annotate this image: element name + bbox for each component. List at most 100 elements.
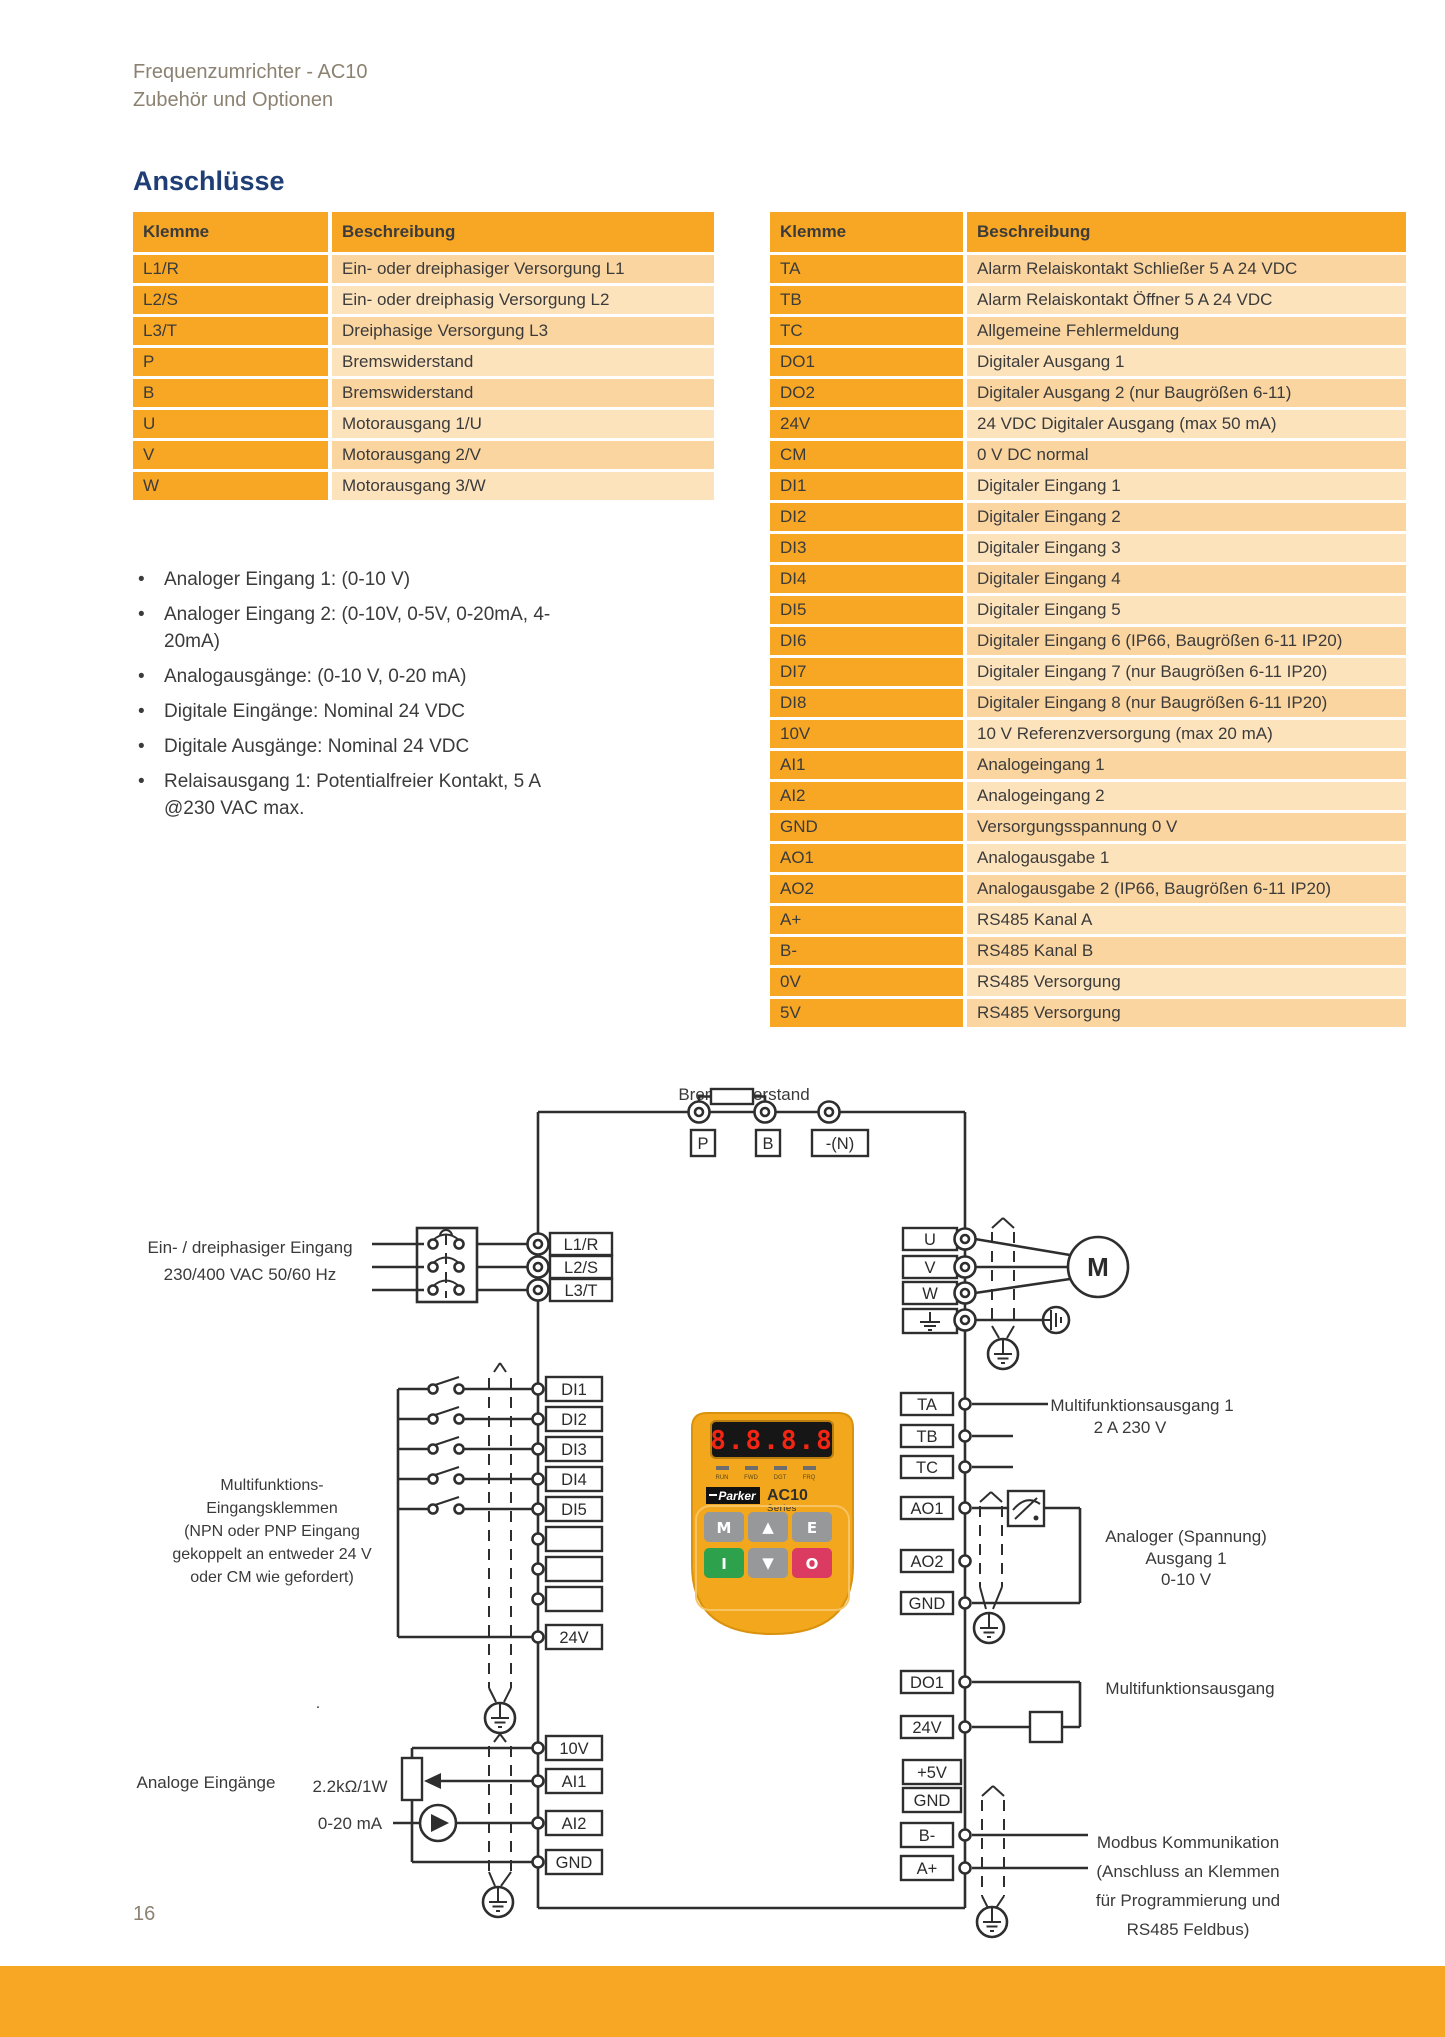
svg-text:DI5: DI5 bbox=[561, 1501, 587, 1519]
description-cell: Digitaler Eingang 7 (nur Baugrößen 6-11 … bbox=[967, 658, 1406, 686]
display-digits: 8.8.8.8 bbox=[710, 1426, 834, 1456]
table-header-row: Klemme Beschreibung bbox=[770, 212, 1406, 252]
footer-bar bbox=[0, 1966, 1445, 2037]
parker-logo bbox=[706, 1487, 760, 1504]
brake-resistor-symbol bbox=[709, 1087, 755, 1106]
digital-input-section: Multifunktions- Eingangsklemmen (NPN ode… bbox=[172, 1362, 604, 1735]
terminal-cell: DI5 bbox=[770, 596, 963, 624]
brake-resistor-section: Bremswiderstand P B -(N) bbox=[678, 1085, 870, 1158]
spec-bullet: Digitale Eingänge: Nominal 24 VDC bbox=[136, 698, 571, 725]
description-cell: Digitaler Eingang 3 bbox=[967, 534, 1406, 562]
description-cell: RS485 Versorgung bbox=[967, 999, 1406, 1027]
description-cell: Motorausgang 1/U bbox=[332, 410, 714, 438]
menu-button bbox=[704, 1512, 744, 1542]
input-note-line1: Ein- / dreiphasiger Eingang bbox=[147, 1238, 352, 1257]
analog-output-section: AO1 AO2 GND Analoger (Spannung) Ausgang … bbox=[899, 1489, 1267, 1645]
terminal-box-p bbox=[689, 1128, 717, 1158]
voltmeter-symbol bbox=[1006, 1489, 1046, 1528]
svg-text:L1/R: L1/R bbox=[564, 1236, 599, 1254]
comms-section: +5V GND B- A+ Modbus Kommunikation (Ansc… bbox=[899, 1758, 1280, 1939]
svg-text:DI4: DI4 bbox=[561, 1471, 587, 1489]
di-terminals: DI1 DI2 DI3 DI4 DI5 24V bbox=[531, 1375, 604, 1651]
wiring-diagram: Bremswiderstand P B -(N) Ein- / dreiphas… bbox=[137, 1085, 1281, 1939]
svg-text:+5V: +5V bbox=[917, 1764, 947, 1782]
svg-text:(Anschluss an Klemmen: (Anschluss an Klemmen bbox=[1096, 1862, 1279, 1881]
header-line2: Zubehör und Optionen bbox=[133, 89, 334, 111]
terminal-cell: DI7 bbox=[770, 658, 963, 686]
table-header-row: Klemme Beschreibung bbox=[133, 212, 714, 252]
description-cell: Analogeingang 1 bbox=[967, 751, 1406, 779]
terminal-box-empty bbox=[544, 1525, 604, 1553]
svg-text:A+: A+ bbox=[917, 1860, 938, 1878]
motor-symbol bbox=[1066, 1235, 1130, 1299]
svg-text:0-10 V: 0-10 V bbox=[1161, 1570, 1212, 1589]
spec-bullet: Analoger Eingang 1: (0-10 V) bbox=[136, 566, 571, 593]
description-cell: Bremswiderstand bbox=[332, 348, 714, 376]
description-cell: Alarm Relaiskontakt Öffner 5 A 24 VDC bbox=[967, 286, 1406, 314]
keypad-leds: RUN FWD DGT FRQ bbox=[716, 1466, 816, 1481]
terminal-cell: L2/S bbox=[133, 286, 328, 314]
terminal-cell: W bbox=[133, 472, 328, 500]
terminal-cell: AO1 bbox=[770, 844, 963, 872]
svg-text:W: W bbox=[922, 1285, 938, 1303]
terminal-cell: DO2 bbox=[770, 379, 963, 407]
svg-text:DI3: DI3 bbox=[561, 1441, 587, 1459]
svg-text:RUN: RUN bbox=[716, 1475, 729, 1481]
svg-text:TB: TB bbox=[916, 1428, 937, 1446]
terminal-cell: AO2 bbox=[770, 875, 963, 903]
description-cell: RS485 Kanal B bbox=[967, 937, 1406, 965]
terminal-cell: TC bbox=[770, 317, 963, 345]
terminal-cell: AI1 bbox=[770, 751, 963, 779]
earth-icon bbox=[481, 1885, 515, 1919]
series-label: Series bbox=[767, 1503, 797, 1514]
description-cell: RS485 Kanal A bbox=[967, 906, 1406, 934]
description-cell: Alarm Relaiskontakt Schließer 5 A 24 VDC bbox=[967, 255, 1406, 283]
page-number: 16 bbox=[133, 1903, 156, 1925]
load-symbol bbox=[1028, 1710, 1064, 1744]
svg-text:Multifunktionsausgang 1: Multifunktionsausgang 1 bbox=[1050, 1396, 1233, 1415]
description-cell: Digitaler Eingang 8 (nur Baugrößen 6-11 … bbox=[967, 689, 1406, 717]
svg-text:AO2: AO2 bbox=[910, 1553, 943, 1571]
description-cell: Ein- oder dreiphasiger Versorgung L1 bbox=[332, 255, 714, 283]
terminal-cell: DO1 bbox=[770, 348, 963, 376]
enter-button bbox=[792, 1512, 832, 1542]
motor-output-section: U V W M bbox=[901, 1217, 1130, 1371]
page-title: Anschlüsse bbox=[133, 166, 285, 196]
terminal-cell: DI8 bbox=[770, 689, 963, 717]
analog-inputs-label: Analoge Eingänge bbox=[137, 1773, 276, 1792]
spec-bullet: Analoger Eingang 2: (0-10V, 0-5V, 0-20mA… bbox=[136, 601, 571, 655]
mains-input-section: Ein- / dreiphasiger Eingang 230/400 VAC … bbox=[147, 1226, 614, 1304]
relay-output-section: TA TB TC Multifunktionsausgang 1 2 A 230… bbox=[899, 1391, 1234, 1480]
stray-dot: . bbox=[316, 1695, 320, 1712]
di-switches bbox=[398, 1376, 532, 1515]
terminal-cell: DI4 bbox=[770, 565, 963, 593]
description-cell: Analogausgabe 1 bbox=[967, 844, 1406, 872]
description-cell: Digitaler Ausgang 1 bbox=[967, 348, 1406, 376]
stop-button bbox=[792, 1548, 832, 1578]
terminal-cell: P bbox=[133, 348, 328, 376]
svg-text:B: B bbox=[762, 1135, 773, 1153]
svg-text:Ausgang 1: Ausgang 1 bbox=[1145, 1549, 1226, 1568]
svg-text:TA: TA bbox=[917, 1396, 937, 1414]
description-cell: 24 VDC Digitaler Ausgang (max 50 mA) bbox=[967, 410, 1406, 438]
pot-label: 2.2kΩ/1W bbox=[312, 1777, 387, 1796]
earth-icon bbox=[972, 1611, 1006, 1645]
svg-text:Eingangsklemmen: Eingangsklemmen bbox=[206, 1500, 338, 1517]
svg-text:AI1: AI1 bbox=[562, 1773, 587, 1791]
table-row: A+RS485 Kanal A bbox=[770, 906, 1406, 934]
svg-text:FWD: FWD bbox=[744, 1475, 758, 1481]
spec-bullet-list: Analoger Eingang 1: (0-10 V) Analoger Ein… bbox=[136, 566, 571, 830]
